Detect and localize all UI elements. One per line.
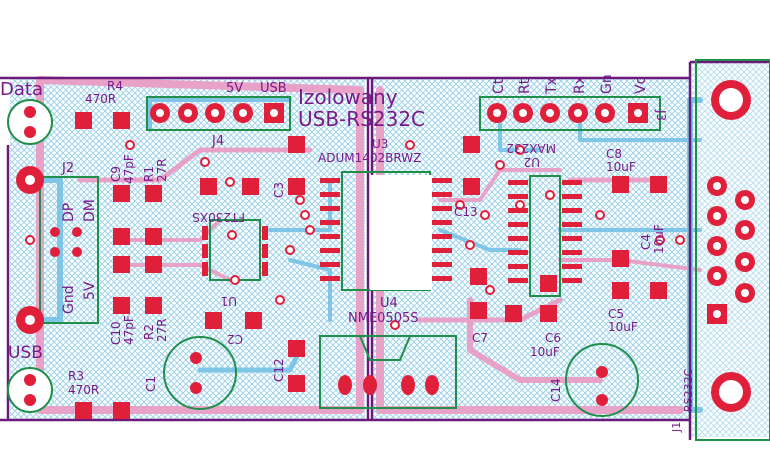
round-connectors [7, 99, 82, 413]
cap-pads [190, 352, 608, 406]
label-c6: C6 [545, 331, 561, 345]
silkscreen-labels: Data USB 5V USB R4 470R J4 J2 Izolowany … [0, 74, 695, 433]
label-c10-value: 47pF [122, 315, 136, 345]
label-c2: C2 [227, 332, 243, 346]
vias [25, 140, 685, 330]
label-pin-vc: Vc [633, 77, 649, 94]
label-pin-gn: Gn [599, 74, 615, 94]
label-usb-top: USB [260, 81, 287, 96]
label-c9: C9 [109, 166, 123, 182]
label-r3: R3 [68, 369, 84, 383]
label-u1-part: FT230XS [192, 210, 245, 224]
header-pins [150, 103, 648, 123]
label-u2: U2 [524, 155, 540, 169]
label-j4: J4 [211, 134, 224, 149]
label-c4: C4 [639, 234, 653, 250]
label-pin-rx: Rx [572, 76, 588, 94]
label-c4-value: 10uF [652, 224, 666, 254]
label-c13: C13 [454, 205, 478, 219]
label-data: Data [0, 79, 43, 100]
label-u1: U1 [221, 294, 237, 308]
label-c14: C14 [549, 378, 563, 402]
isolation-gap [370, 175, 432, 290]
label-pin-tx: Tx [544, 77, 560, 95]
label-j1: J1 [670, 422, 683, 433]
label-r2-value: 27R [155, 318, 169, 342]
label-title-line1: Izolowany [298, 85, 398, 109]
smd-pads [75, 112, 667, 419]
label-u4: U4 [380, 296, 398, 311]
label-5v-top: 5V [226, 81, 243, 96]
label-pin-rt: Rt [517, 78, 533, 94]
label-r1: R1 [142, 166, 156, 182]
label-j2: J2 [61, 161, 74, 176]
label-c10: C10 [109, 321, 123, 345]
label-r1-value: 27R [155, 158, 169, 182]
label-pin-ct: Ct [491, 78, 507, 94]
label-c3: C3 [272, 182, 286, 198]
label-usb: USB [8, 343, 43, 363]
label-c7: C7 [472, 331, 488, 345]
label-r3-value: 470R [68, 383, 99, 397]
label-c8-value: 10uF [606, 160, 636, 174]
label-c5-value: 10uF [608, 320, 638, 334]
label-rs232c: RS232C [682, 368, 695, 412]
silkscreen [39, 59, 770, 441]
label-r4-value: 470R [85, 92, 116, 106]
label-c1: C1 [144, 376, 158, 392]
label-c9-value: 47pF [122, 154, 136, 184]
label-j3: J3 [654, 109, 668, 121]
label-r2: R2 [142, 324, 156, 340]
label-dp: DP [61, 203, 77, 222]
label-c6-value: 10uF [530, 345, 560, 359]
label-r4: R4 [107, 79, 123, 93]
label-u2-part: MAX232 [506, 141, 556, 155]
label-title-line2: USB-RS232C [298, 107, 425, 131]
ic-pad-rows [202, 178, 582, 283]
label-c12: C12 [272, 358, 286, 382]
label-u3: U3 [372, 137, 388, 151]
label-u4-part: NME0505S [348, 311, 419, 326]
label-5v: 5V [82, 281, 98, 300]
label-c5: C5 [608, 307, 624, 321]
label-c8: C8 [606, 147, 622, 161]
label-gnd: Gnd [61, 285, 77, 314]
label-dm: DM [82, 199, 98, 222]
label-u3-part: ADUM1402BRWZ [318, 151, 421, 165]
j1-mounting-holes [711, 80, 751, 412]
